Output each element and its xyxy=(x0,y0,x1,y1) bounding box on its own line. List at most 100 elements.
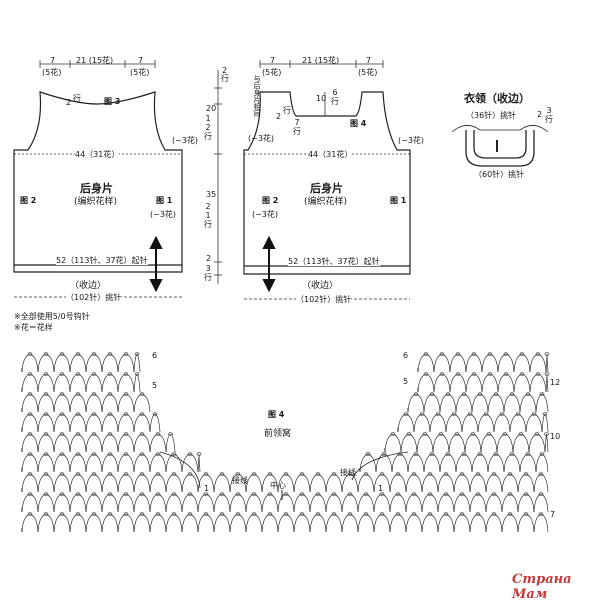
chain-loop xyxy=(85,513,103,533)
chain-stitch xyxy=(187,472,193,476)
chain-stitch xyxy=(445,452,451,456)
chain-stitch xyxy=(27,352,33,356)
chain-loop xyxy=(181,493,199,513)
chain-loop xyxy=(341,513,359,533)
chain-loop xyxy=(384,433,402,453)
chain-stitch xyxy=(139,432,145,436)
chain-loop xyxy=(513,373,531,393)
chain-loop xyxy=(533,473,549,493)
chain-stitch xyxy=(107,392,113,396)
chain-stitch xyxy=(299,512,305,516)
chain-loop xyxy=(481,353,499,373)
chain-loop xyxy=(469,473,487,493)
chain-stitch xyxy=(59,372,65,376)
chain-loop xyxy=(497,373,515,393)
back-bottom-count: 52（113针、37花）起针 xyxy=(56,256,148,265)
back-dec-right-bottom: (−3花) xyxy=(150,210,177,219)
chain-stitch xyxy=(459,492,465,496)
chain-stitch xyxy=(427,512,433,516)
collar-outer-count: （60针）挑针 xyxy=(474,170,525,179)
chain-stitch xyxy=(544,352,550,356)
chain-loop xyxy=(117,473,135,493)
chain-loop xyxy=(325,493,343,513)
chain-stitch xyxy=(123,512,129,516)
chain-loop xyxy=(213,473,231,493)
chain-stitch xyxy=(43,412,49,416)
back-top-right-pattern: (5花) xyxy=(130,68,150,77)
chain-loop xyxy=(229,493,247,513)
chain-stitch xyxy=(509,452,515,456)
chain-loop xyxy=(325,473,343,493)
chain-stitch xyxy=(139,392,145,396)
chain-loop xyxy=(477,413,495,433)
chain-loop xyxy=(496,433,514,453)
chain-loop xyxy=(37,413,55,433)
chain-stitch xyxy=(91,372,97,376)
side-top: 2 xyxy=(222,66,228,75)
chain-stitch xyxy=(155,512,161,516)
chain-stitch xyxy=(123,492,129,496)
chain-stitch xyxy=(395,472,401,476)
chain-loop xyxy=(133,353,141,373)
front-dec-right-top: (−3花) xyxy=(398,136,425,145)
chain-stitch xyxy=(59,512,65,516)
chart-row-6-left: 6 xyxy=(152,351,158,360)
front-subtitle: (编织花样) xyxy=(304,197,348,207)
chain-loop xyxy=(437,513,455,533)
chain-loop xyxy=(517,473,535,493)
chain-stitch xyxy=(139,412,145,416)
chain-loop xyxy=(37,513,55,533)
chain-stitch xyxy=(283,512,289,516)
chain-loop xyxy=(535,453,549,473)
chain-stitch xyxy=(429,392,435,396)
chart-row-6-right: 6 xyxy=(403,351,409,360)
chain-loop xyxy=(519,453,537,473)
chain-stitch xyxy=(107,472,113,476)
chain-loop xyxy=(53,373,71,393)
chain-loop xyxy=(149,493,167,513)
chain-stitch xyxy=(171,512,177,516)
chain-loop xyxy=(133,513,151,533)
chain-loop xyxy=(471,453,489,473)
chain-loop xyxy=(53,353,71,373)
chain-loop xyxy=(309,513,327,533)
chain-loop xyxy=(21,453,39,473)
side-top-rows: 行 xyxy=(221,74,229,83)
chain-loop xyxy=(529,353,547,373)
chain-stitch xyxy=(525,452,531,456)
chain-loop xyxy=(197,493,215,513)
chain-loop xyxy=(53,453,71,473)
chart-row-12: 12 xyxy=(550,378,561,387)
chain-stitch xyxy=(381,452,387,456)
chain-stitch xyxy=(395,492,401,496)
chain-loop xyxy=(533,513,549,533)
chain-loop xyxy=(69,393,87,413)
chain-loop xyxy=(533,493,549,513)
chart-join-left: 接线 xyxy=(232,476,248,485)
chain-stitch xyxy=(406,432,412,436)
chain-stitch xyxy=(75,512,81,516)
chain-loop xyxy=(69,413,87,433)
chain-loop xyxy=(448,433,466,453)
chain-stitch xyxy=(75,432,81,436)
chart-title: 图 4 xyxy=(268,410,285,419)
chain-loop xyxy=(149,413,161,433)
chain-stitch xyxy=(435,412,441,416)
chain-stitch xyxy=(267,492,273,496)
collar-inner xyxy=(473,130,527,159)
chain-loop xyxy=(453,473,471,493)
chain-loop xyxy=(519,393,537,413)
chain-loop xyxy=(37,453,55,473)
chain-loop xyxy=(309,473,327,493)
chain-stitch xyxy=(487,372,493,376)
back-title: 后身片 xyxy=(80,182,113,195)
chain-loop xyxy=(407,453,425,473)
chain-stitch xyxy=(523,472,529,476)
chain-stitch xyxy=(91,492,97,496)
back-edging: （收边） xyxy=(70,281,107,291)
chain-stitch xyxy=(123,352,129,356)
chain-stitch xyxy=(187,512,193,516)
front-neck-inner: 2 xyxy=(276,112,282,121)
chain-loop xyxy=(487,393,505,413)
chain-stitch xyxy=(203,472,209,476)
